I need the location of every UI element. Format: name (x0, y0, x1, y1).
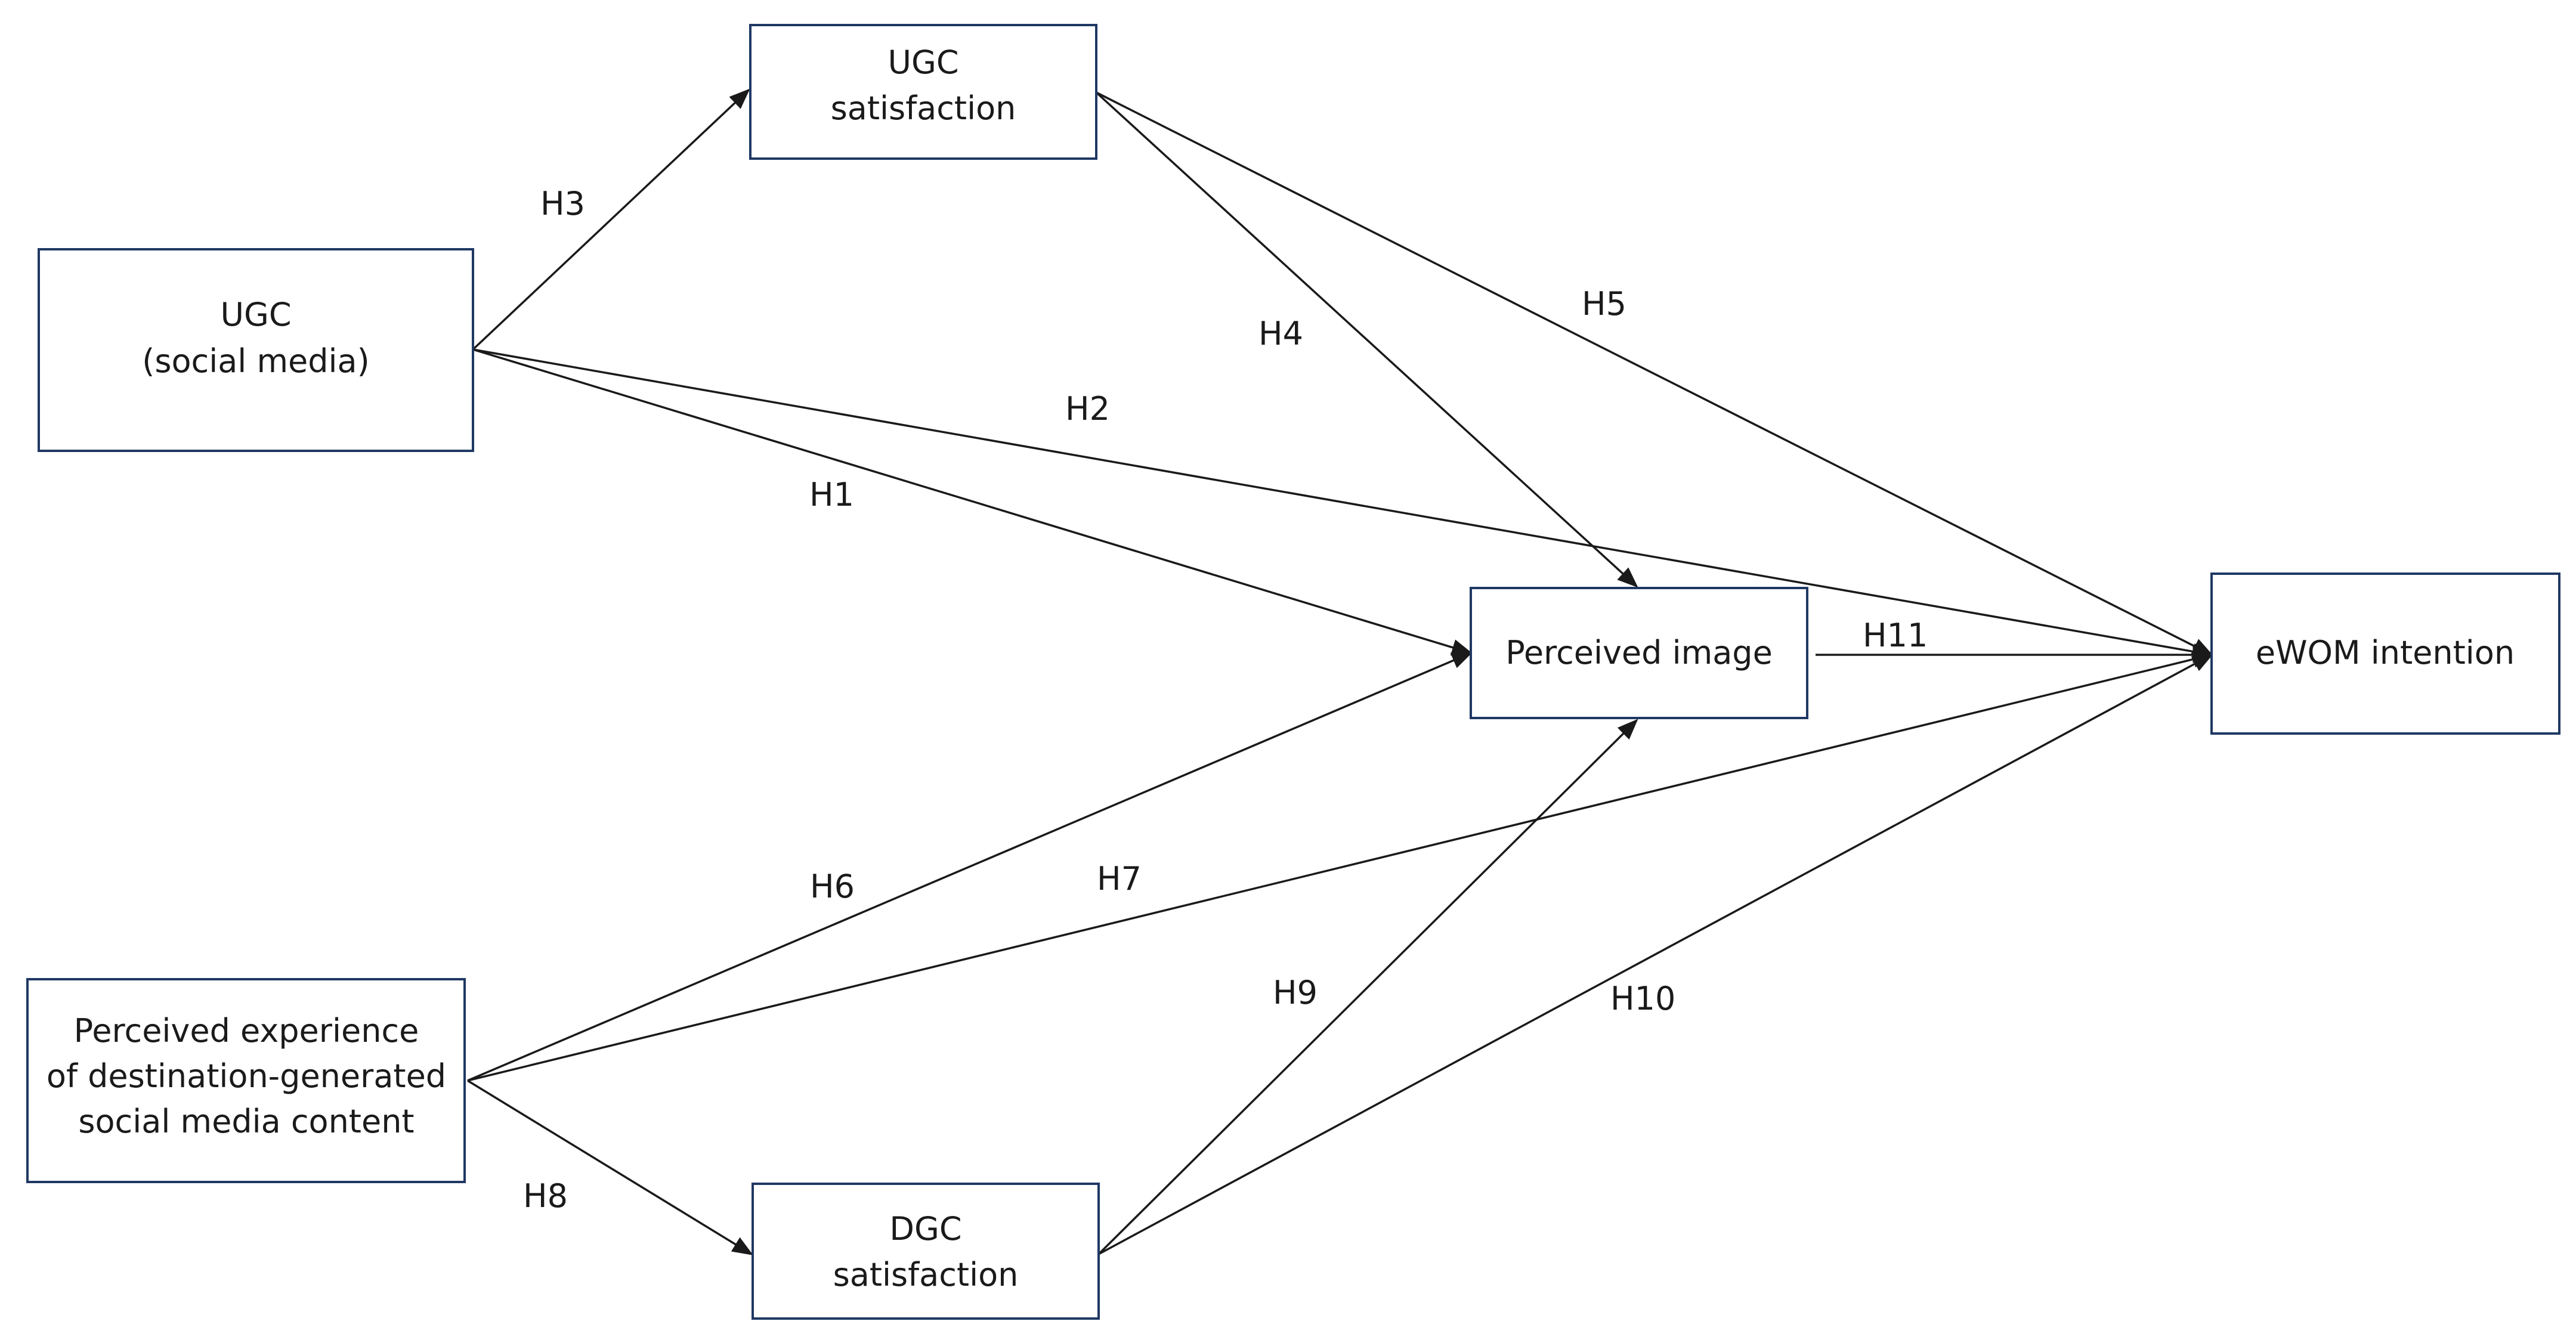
edge-h9 (1097, 719, 1638, 1255)
node-perceived-experience-dgc: Perceived experience of destination-gene… (26, 978, 466, 1183)
node-ugc-satisfaction: UGC satisfaction (749, 24, 1097, 160)
edge-h5 (1096, 91, 2214, 656)
node-label-line2: of destination-generated (47, 1057, 446, 1095)
edge-label-h2: H2 (1065, 390, 1110, 428)
edges (467, 88, 2214, 1255)
node-box (38, 248, 474, 452)
edge-label-h4: H4 (1258, 315, 1303, 352)
edge-h4 (1095, 91, 1638, 588)
node-label-line1: UGC (220, 296, 291, 333)
node-label: Perceived image (1505, 634, 1773, 672)
node-label-line2: (social media) (142, 342, 369, 380)
node-ugc-social-media: UGC (social media) (38, 248, 474, 452)
edge-h1 (472, 348, 1473, 656)
node-box (2210, 573, 2560, 735)
node-label-line1: Perceived experience (74, 1012, 419, 1050)
node-box (752, 1183, 1100, 1320)
edge-h8 (467, 1079, 753, 1255)
edge-label-h11: H11 (1863, 617, 1928, 654)
edge-h6 (467, 652, 1473, 1082)
node-dgc-satisfaction: DGC satisfaction (752, 1183, 1100, 1320)
edge-label-h1: H1 (809, 476, 854, 513)
edge-label-h7: H7 (1097, 860, 1142, 898)
node-label-line1: DGC (889, 1210, 961, 1248)
edge-label-h8: H8 (523, 1177, 568, 1215)
node-perceived-image: Perceived image (1470, 587, 1808, 719)
edge-labels: H3 H4 H5 H2 H1 H11 H6 H7 H9 H10 H8 (523, 185, 1928, 1215)
node-box (26, 978, 466, 1183)
edge-label-h9: H9 (1273, 974, 1318, 1011)
edge-h2 (472, 348, 2214, 660)
edge-h10 (1098, 654, 2214, 1255)
node-label: eWOM intention (2256, 634, 2515, 672)
edge-label-h3: H3 (540, 185, 585, 222)
node-label-line3: social media content (78, 1103, 414, 1140)
edge-label-h10: H10 (1610, 980, 1675, 1017)
node-box (1470, 587, 1808, 719)
node-box (749, 24, 1097, 160)
edge-label-h5: H5 (1582, 285, 1626, 323)
node-ewom-intention: eWOM intention (2210, 573, 2560, 735)
edge-h7 (467, 651, 2214, 1082)
node-label-line1: UGC (887, 44, 958, 81)
edge-label-h6: H6 (810, 868, 855, 905)
node-label-line2: satisfaction (831, 89, 1016, 127)
edge-h3 (472, 88, 750, 351)
node-label-line2: satisfaction (833, 1256, 1019, 1294)
